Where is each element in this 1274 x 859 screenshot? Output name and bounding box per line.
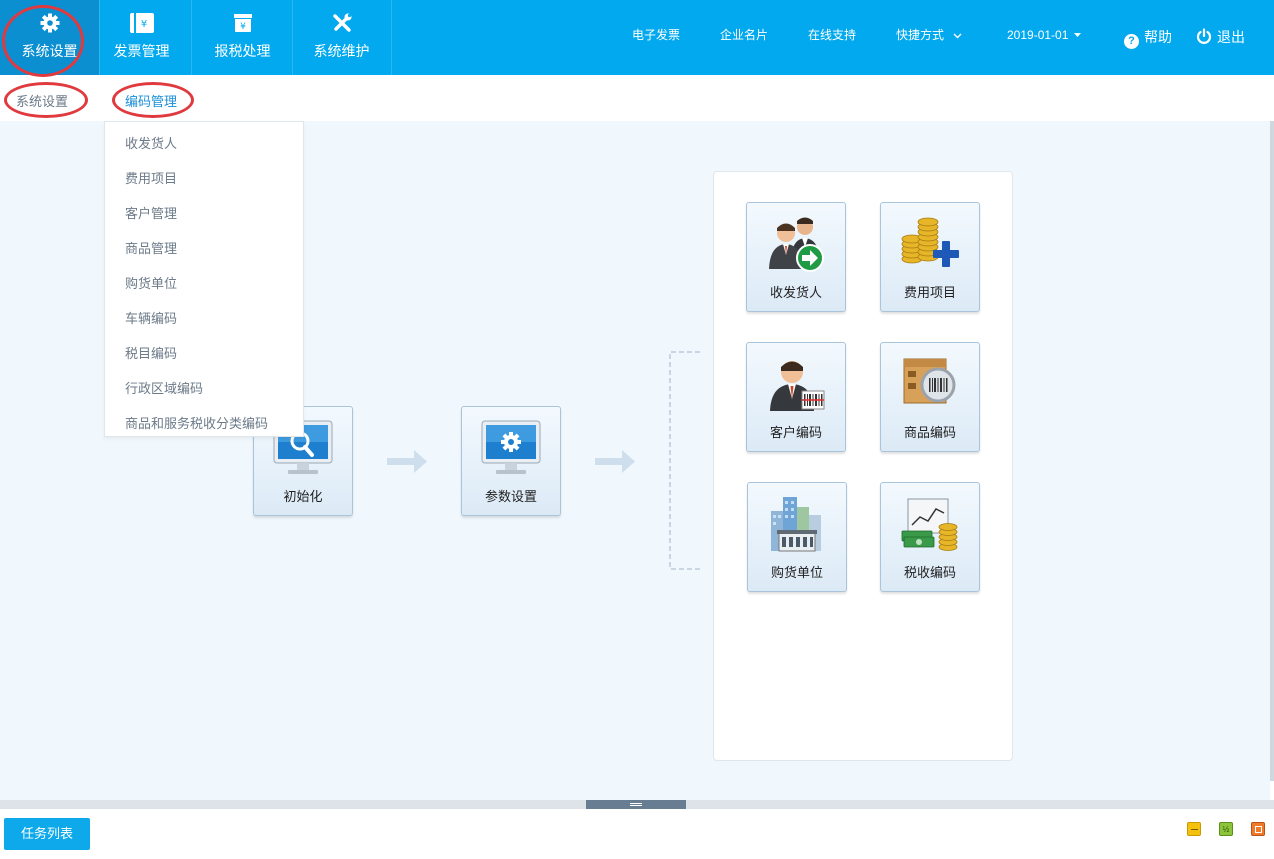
logout-link[interactable]: 退出 [1196, 27, 1245, 47]
tab-system-settings[interactable]: 系统设置 [0, 0, 100, 75]
date-value: 2019-01-01 [1007, 28, 1069, 42]
tax-money-chart-icon [881, 493, 979, 559]
tab-system-maintenance[interactable]: 系统维护 [292, 0, 392, 75]
product-code-label: 商品编码 [903, 425, 956, 440]
date-selector[interactable]: 2019-01-01 [1007, 26, 1081, 42]
customer-code-button[interactable]: 客户编码 [746, 342, 846, 452]
menu-item-vehicle-code[interactable]: 车辆编码 [125, 311, 178, 326]
menu-item-product-management[interactable]: 商品管理 [125, 241, 178, 256]
buildings-icon [748, 493, 846, 559]
business-card-link[interactable]: 企业名片 [720, 28, 769, 42]
task-list-button[interactable]: 任务列表 [4, 818, 90, 850]
flow-bracket-connector [668, 350, 702, 577]
tab-label: 系统维护 [313, 43, 370, 59]
e-invoice-link[interactable]: 电子发票 [632, 28, 681, 42]
menu-item-goods-services-tax-code[interactable]: 商品和服务税收分类编码 [125, 416, 269, 431]
shortcuts-dropdown[interactable]: 快捷方式 [896, 26, 962, 43]
menu-item-region-code[interactable]: 行政区域编码 [125, 381, 204, 396]
product-barcode-icon [881, 353, 979, 419]
tab-tax-filing[interactable]: ¥ 报税处理 [193, 0, 293, 75]
svg-text:¥: ¥ [240, 22, 246, 32]
minimize-icon[interactable] [1187, 822, 1201, 836]
vertical-scrollbar[interactable] [1270, 121, 1274, 781]
flow-arrow-icon [595, 449, 636, 479]
menu-item-purchasing-unit[interactable]: 购货单位 [125, 276, 178, 291]
restore-icon[interactable]: ½ [1219, 822, 1233, 836]
shipper-consignee-button[interactable]: 收发货人 [746, 202, 846, 312]
tab-invoice-management[interactable]: ¥ 发票管理 [92, 0, 192, 75]
logout-label: 退出 [1217, 29, 1245, 45]
menu-item-shipper-consignee[interactable]: 收发货人 [125, 136, 178, 151]
wrench-icon [292, 10, 391, 36]
customer-barcode-icon [747, 353, 845, 419]
menu-item-tax-item-code[interactable]: 税目编码 [125, 346, 178, 361]
menu-item-customer-management[interactable]: 客户管理 [125, 206, 178, 221]
chevron-down-icon [953, 28, 962, 42]
maximize-icon[interactable] [1251, 822, 1265, 836]
monitor-gear-icon [462, 417, 560, 483]
product-code-button[interactable]: 商品编码 [880, 342, 980, 452]
online-support-link[interactable]: 在线支持 [808, 28, 857, 42]
breadcrumb: 系统设置 编码管理 [0, 75, 1274, 121]
breadcrumb-code-management[interactable]: 编码管理 [125, 94, 178, 109]
parameter-settings-label: 参数设置 [484, 489, 537, 504]
invoice-icon: ¥ [92, 10, 191, 36]
question-icon: ? [1124, 34, 1139, 49]
customer-code-label: 客户编码 [769, 425, 822, 440]
expense-item-button[interactable]: 费用项目 [880, 202, 980, 312]
tab-label: 系统设置 [21, 43, 78, 59]
expense-item-label: 费用项目 [903, 285, 956, 300]
shortcuts-label: 快捷方式 [896, 28, 945, 42]
shipper-people-icon [747, 213, 845, 279]
gear-icon [0, 10, 99, 36]
caret-down-icon [1073, 26, 1081, 40]
parameter-settings-button[interactable]: 参数设置 [461, 406, 561, 516]
help-label: 帮助 [1144, 29, 1172, 45]
tax-report-icon: ¥ [193, 10, 292, 36]
panel-splitter-handle[interactable] [586, 800, 686, 809]
tax-code-button[interactable]: 税收编码 [880, 482, 980, 592]
help-link[interactable]: ? 帮助 [1124, 27, 1172, 49]
purchasing-unit-button[interactable]: 购货单位 [747, 482, 847, 592]
coins-plus-icon [881, 213, 979, 279]
tax-code-label: 税收编码 [903, 565, 956, 580]
svg-text:¥: ¥ [140, 19, 146, 30]
flow-arrow-icon [387, 449, 428, 479]
tab-label: 发票管理 [113, 43, 170, 59]
shipper-consignee-label: 收发货人 [769, 285, 822, 300]
code-management-dropdown: 收发货人 费用项目 客户管理 商品管理 购货单位 车辆编码 税目编码 行政区域编… [104, 121, 304, 437]
menu-item-expense-item[interactable]: 费用项目 [125, 171, 178, 186]
power-icon [1196, 28, 1212, 47]
tab-label: 报税处理 [214, 43, 271, 59]
breadcrumb-system-settings[interactable]: 系统设置 [16, 94, 69, 109]
top-navigation-bar: 系统设置 ¥ 发票管理 ¥ 报税处理 [0, 0, 1274, 75]
purchasing-unit-label: 购货单位 [770, 565, 823, 580]
initialize-label: 初始化 [283, 489, 323, 504]
